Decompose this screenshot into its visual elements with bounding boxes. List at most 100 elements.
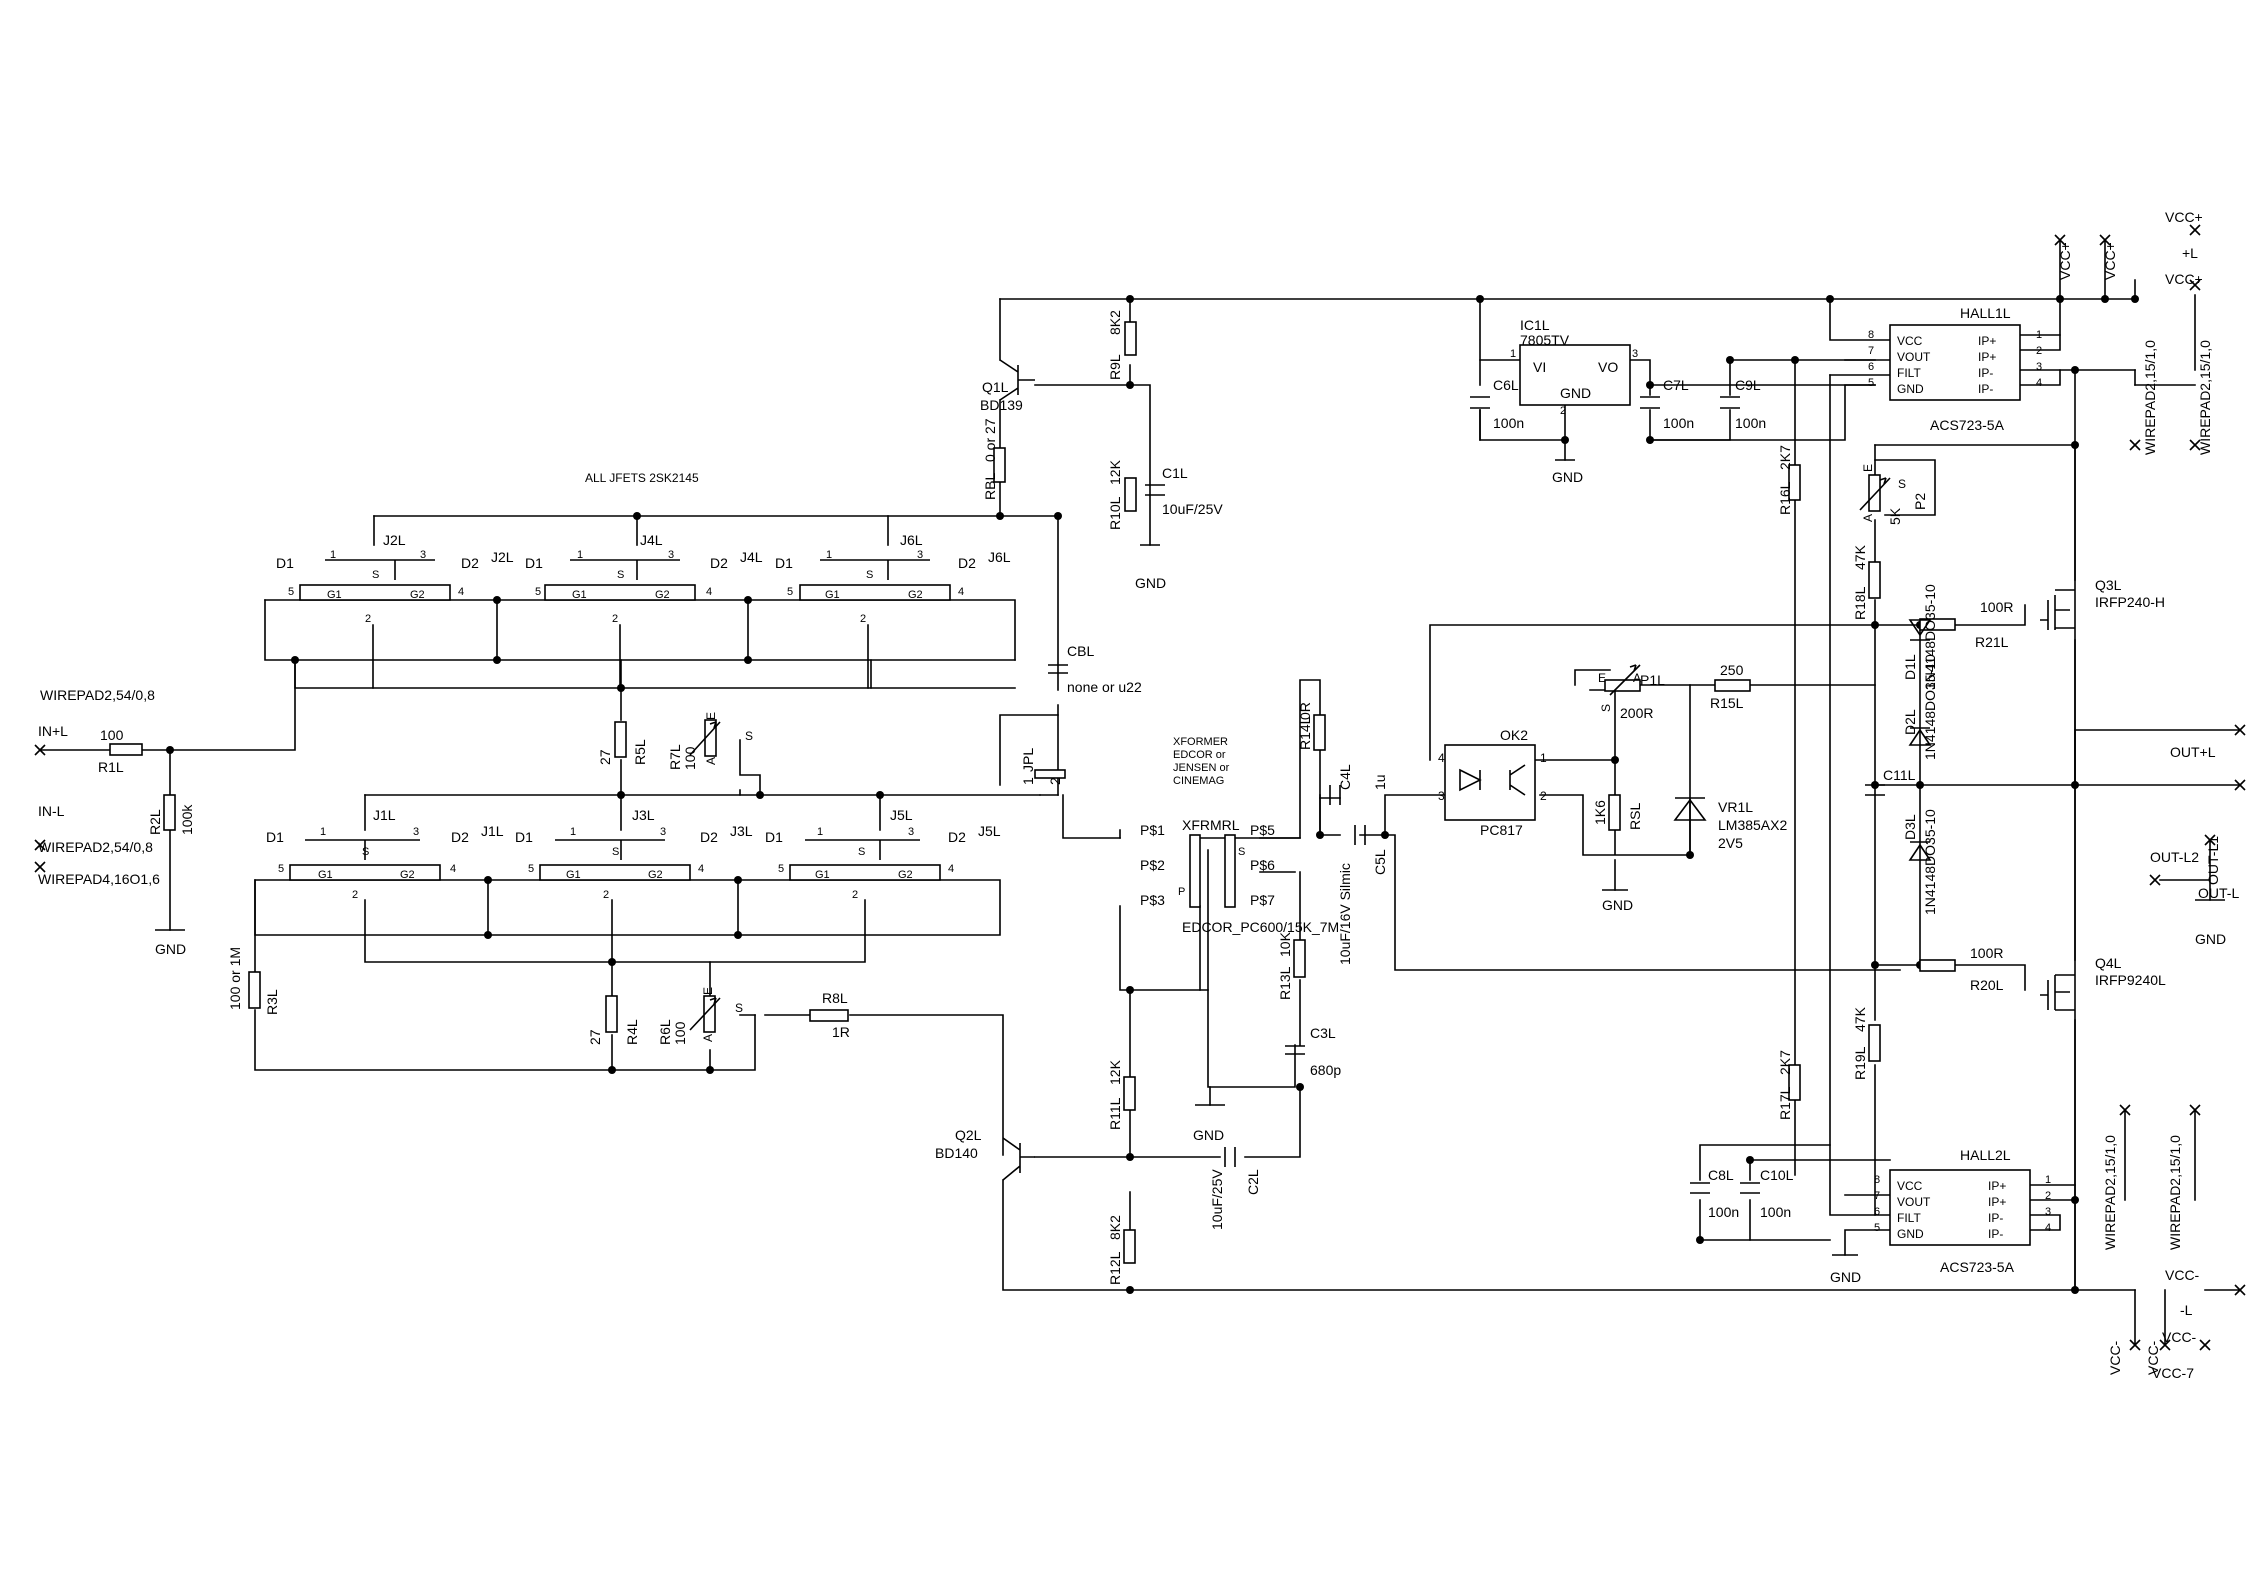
junctions	[166, 295, 2139, 1294]
component-value: 100R	[1980, 599, 2013, 615]
component-value: 47K	[1852, 544, 1868, 570]
component-ref: C5L	[1372, 849, 1388, 875]
pin-label: P$3	[1140, 892, 1165, 908]
component-ref: D1L	[1902, 654, 1918, 680]
pin-label: P$7	[1250, 892, 1275, 908]
net-label: -L	[2180, 1302, 2193, 1318]
pin-label: GND	[1560, 385, 1591, 401]
pin-label: D1	[775, 555, 793, 571]
component-ref: C4L	[1337, 764, 1353, 790]
component-ref: R4L	[624, 1019, 640, 1045]
pin-label: D2	[948, 829, 966, 845]
component-ref: D2L	[1902, 709, 1918, 735]
note-text: XFORMER	[1173, 736, 1228, 748]
component-ref: J3L	[632, 807, 655, 823]
pin-label: S	[745, 729, 753, 743]
component-ref: J3L	[730, 823, 753, 839]
pad-cross	[2234, 724, 2246, 736]
resistor-rbl	[993, 447, 1006, 483]
labels: ALL JFETS 2SK2145 WIREPAD2,54/0,8 IN+L 1…	[38, 209, 2239, 1381]
net-label: GND	[1830, 1269, 1861, 1285]
pad-cross	[2129, 1339, 2141, 1351]
trimpot-p2	[1868, 474, 1881, 512]
resistor-r9l	[1124, 321, 1137, 356]
pin-label: IP+	[1988, 1195, 2006, 1209]
resistor-r17l	[1788, 1064, 1801, 1101]
resistor-r1l	[109, 743, 143, 756]
regulator-ic1l	[1519, 344, 1631, 406]
pin-label: D2	[700, 829, 718, 845]
component-ref: J1L	[481, 823, 504, 839]
pad-label: WIREPAD2,15/1,0	[2167, 1135, 2183, 1250]
component-ref: R3L	[264, 989, 280, 1015]
component-ref: VR1L	[1718, 799, 1753, 815]
pin-label: VCC	[1897, 334, 1923, 348]
capacitor-c5l	[1354, 825, 1366, 845]
pad-cross	[2189, 224, 2201, 236]
pin-label: G2	[908, 589, 923, 601]
resistor-r10l	[1124, 477, 1137, 512]
net-label: VCC+	[2102, 242, 2118, 280]
pin-number: 1	[826, 549, 832, 561]
pin-number: 4	[706, 586, 712, 598]
pin-label: IP-	[1988, 1227, 2003, 1241]
pin-number: 4	[698, 863, 704, 875]
component-ref: HALL1L	[1960, 305, 2011, 321]
component-ref: C8L	[1708, 1167, 1734, 1183]
resistor-r3l	[248, 971, 261, 1009]
pin-number: 1	[2036, 329, 2042, 341]
component-ref: C3L	[1310, 1025, 1336, 1041]
pin-number: 4	[450, 863, 456, 875]
pad-cross	[2234, 1284, 2246, 1296]
component-ref: Q2L	[955, 1127, 982, 1143]
pin-label: G2	[400, 869, 415, 881]
capacitor-c3l	[1285, 1045, 1305, 1055]
pin-number: 2	[1560, 405, 1566, 417]
pad-cross	[34, 839, 46, 851]
pin-number: 2	[2045, 1190, 2051, 1202]
pin-number: 2	[1047, 777, 1063, 785]
diode-d1l	[1908, 619, 1932, 641]
pin-label: IP-	[1978, 366, 1993, 380]
component-value: none or u22	[1067, 679, 1142, 695]
pin-label: P$5	[1250, 822, 1275, 838]
pin-label: D1	[266, 829, 284, 845]
component-value: ACS723-5A	[1930, 417, 2005, 433]
component-value: 100R	[1970, 945, 2003, 961]
capacitor-c7l	[1640, 396, 1660, 409]
net-label: GND	[1135, 575, 1166, 591]
component-value: 200R	[1620, 705, 1653, 721]
component-ref: R6L	[657, 1019, 673, 1045]
pin-label: E	[704, 712, 718, 720]
pin-number: 2	[852, 889, 858, 901]
component-value: IRFP9240L	[2095, 972, 2166, 988]
pin-number: 3	[908, 826, 914, 838]
capacitor-cbl	[1048, 664, 1068, 674]
zener-vr1l	[1673, 797, 1707, 821]
component-ref: J5L	[978, 823, 1001, 839]
net-label: +L	[2182, 245, 2198, 261]
component-ref: R20L	[1970, 977, 2004, 993]
component-ref: R16L	[1777, 481, 1793, 515]
component-ref: D3L	[1902, 814, 1918, 840]
pin-number: 2	[603, 889, 609, 901]
pin-label: G1	[815, 869, 830, 881]
pin-label: S	[866, 569, 873, 581]
capacitor-c9l	[1720, 396, 1740, 409]
pin-label: G2	[898, 869, 913, 881]
pin-number: 7	[1868, 345, 1874, 357]
pin-label: P$1	[1140, 822, 1165, 838]
pin-label: IP-	[1988, 1211, 2003, 1225]
pin-label: D2	[461, 555, 479, 571]
component-ref: J2L	[491, 549, 514, 565]
net-label: VCC+	[2165, 209, 2203, 225]
pin-number: 7	[1874, 1190, 1880, 1202]
resistor-r5l	[614, 721, 627, 758]
pin-number: 3	[413, 826, 419, 838]
component-ref: R19L	[1852, 1046, 1868, 1080]
pin-label: G2	[648, 869, 663, 881]
component-ref: Q4L	[2095, 955, 2122, 971]
component-value: LM385AX2	[1718, 817, 1787, 833]
component-value: 2K7	[1777, 1050, 1793, 1075]
optocoupler-ok2	[1444, 744, 1536, 821]
